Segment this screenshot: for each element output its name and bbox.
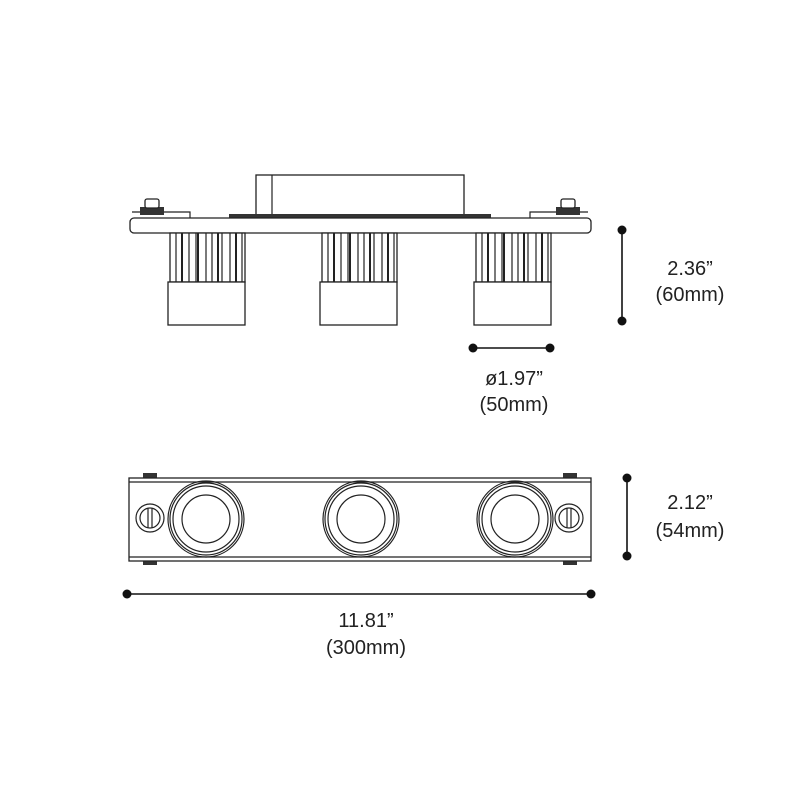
length-metric: (300mm) [326,637,406,659]
trim-cup [473,281,552,326]
fixture-3 [473,232,552,326]
diameter-dimension: ø1.97” (50mm) [468,343,555,416]
fixture-1 [167,232,246,326]
depth-imperial: 2.12” [667,492,713,514]
trim-cup [319,281,398,326]
trim-cup [167,281,246,326]
lens-1 [167,480,245,558]
diameter-imperial: ø1.97” [485,368,543,390]
depth-metric: (54mm) [656,520,725,542]
driver-box [255,174,465,216]
bolt-left [132,198,191,218]
height-dimension: 2.36” (60mm) [617,225,725,326]
height-imperial: 2.36” [667,258,713,280]
screw-right [554,503,584,533]
mounting-plate [129,217,592,234]
housing [128,477,592,562]
depth-dimension: 2.12” (54mm) [622,473,725,561]
bolt-right [529,198,588,218]
lens-3 [476,480,554,558]
lens-2 [322,480,400,558]
length-dimension: 11.81” (300mm) [122,589,596,659]
fixture-2 [319,232,398,326]
length-imperial: 11.81” [338,610,393,632]
height-metric: (60mm) [656,284,725,306]
side-view [129,174,592,326]
diameter-metric: (50mm) [480,394,549,416]
top-view [128,473,592,565]
screw-left [135,503,165,533]
gasket [229,214,491,218]
